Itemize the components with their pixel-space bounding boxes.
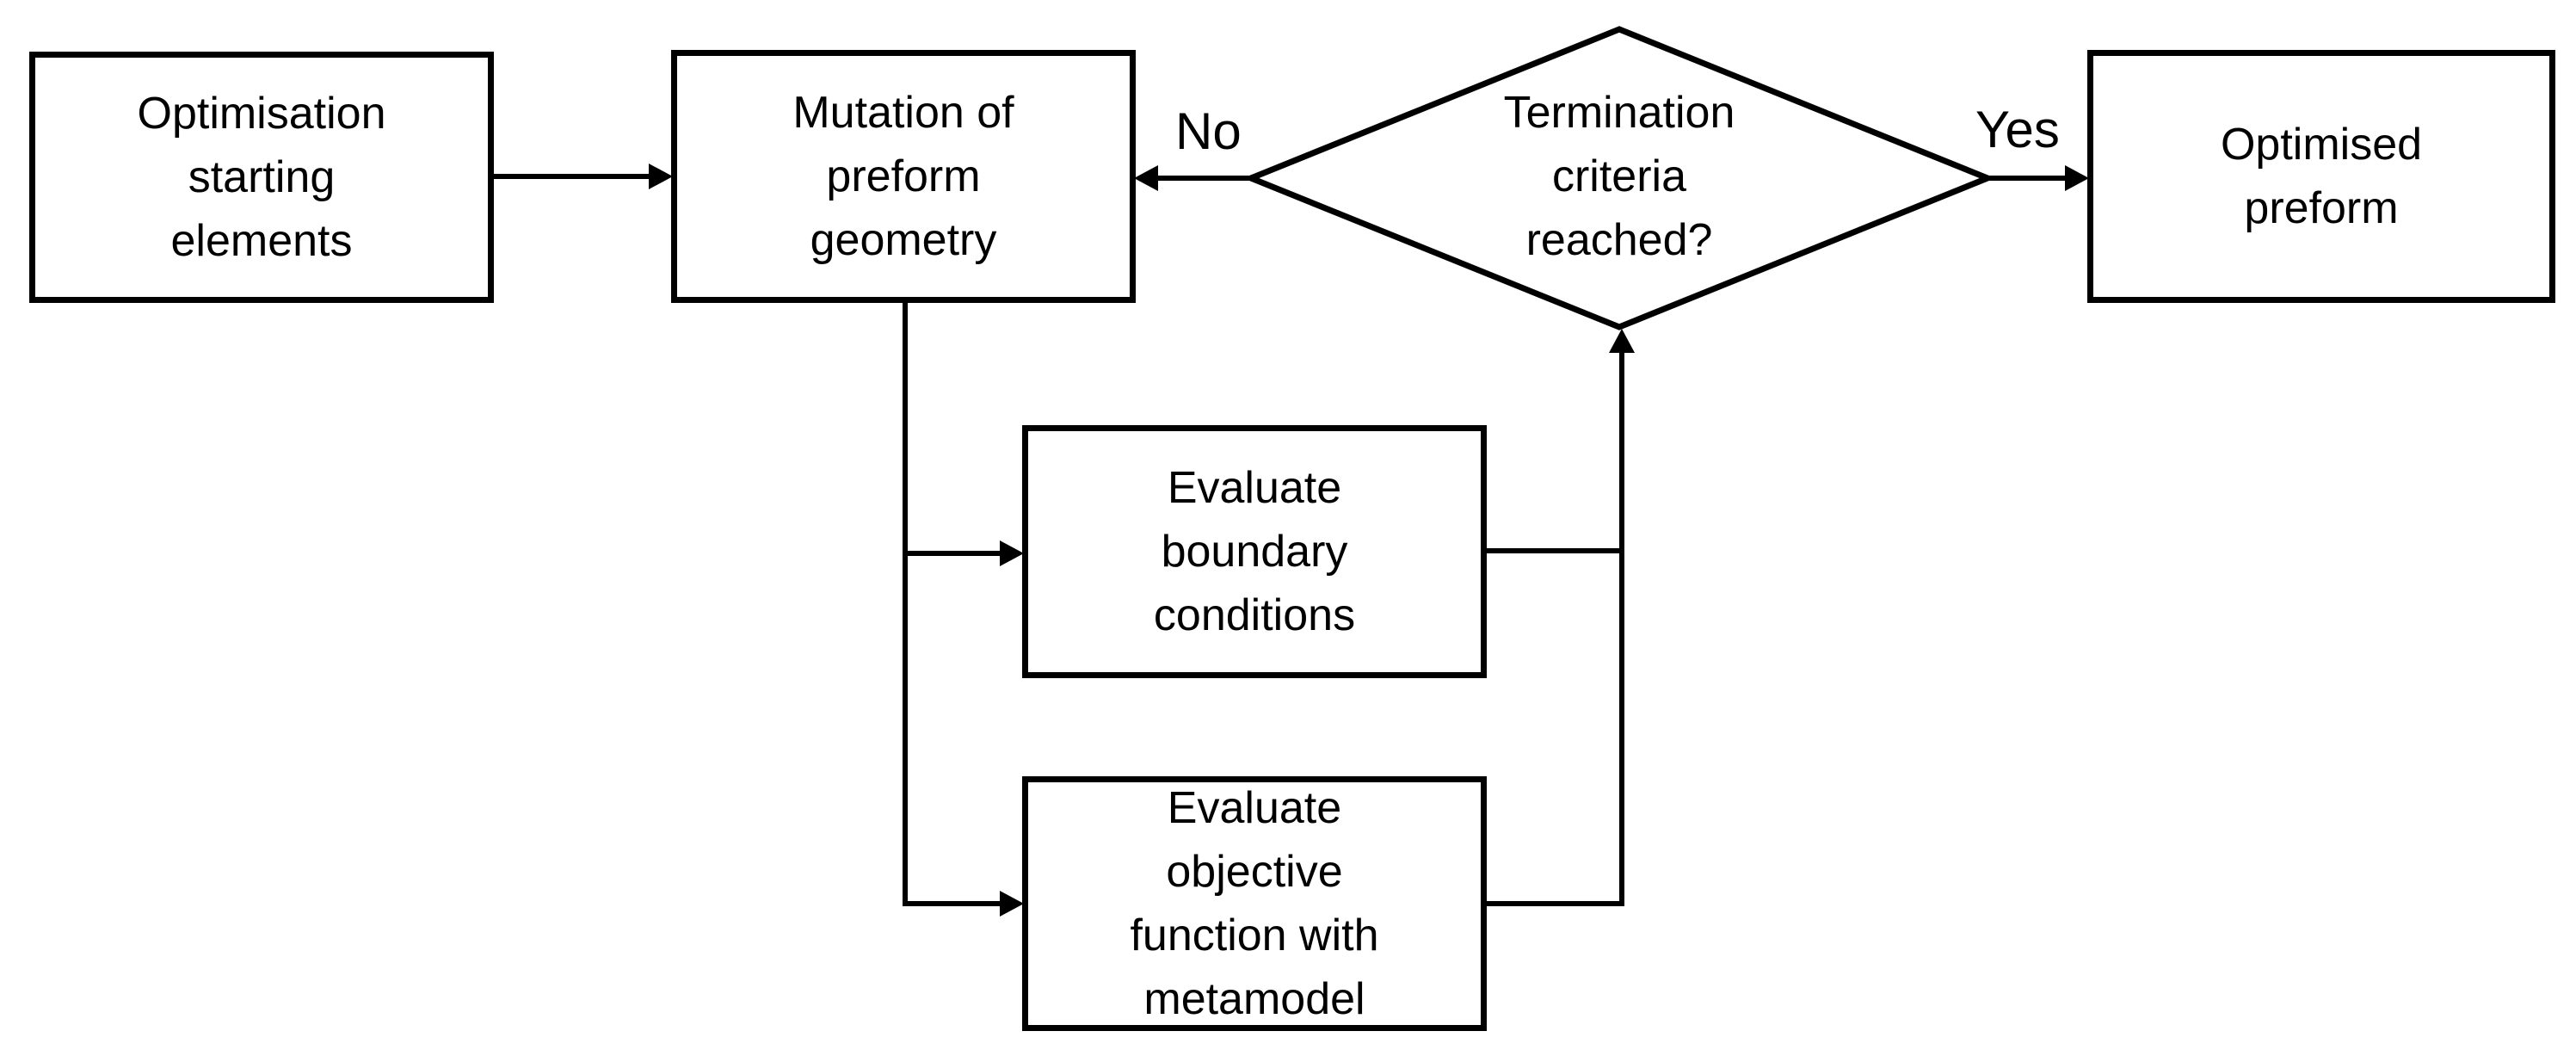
arrowhead-trunk-to-objective [1000, 891, 1024, 917]
arrowhead-trunk-to-boundary [1000, 540, 1024, 566]
decision-label: Termination criteria reached? [1503, 88, 1735, 265]
node-evaluate-boundary-conditions: Evaluate boundary conditions [1022, 425, 1487, 678]
edge-label-yes: Yes [1975, 101, 2060, 158]
decision-diamond [1242, 26, 1996, 330]
arrowhead-yes-to-result [2065, 165, 2089, 191]
node-optimised-preform: Optimised preform [2087, 50, 2555, 303]
node-optimisation-starting-elements: Optimisation starting elements [29, 52, 494, 303]
arrowhead-start-to-mutation [649, 164, 673, 189]
node-start-label: Optimisation starting elements [137, 89, 386, 266]
edge-label-no: No [1175, 102, 1242, 160]
arrowhead-collector-to-decision [1609, 329, 1635, 353]
node-evaluate-objective-function: Evaluate objective function with metamod… [1022, 776, 1487, 1031]
arrowhead-no-to-mutation [1134, 165, 1158, 191]
node-mutation-of-preform-geometry: Mutation of preform geometry [671, 50, 1136, 303]
node-mutation-label: Mutation of preform geometry [792, 88, 1014, 265]
node-objective-label: Evaluate objective function with metamod… [1130, 783, 1379, 1024]
node-boundary-label: Evaluate boundary conditions [1153, 463, 1356, 640]
node-result-label: Optimised preform [2220, 120, 2423, 233]
